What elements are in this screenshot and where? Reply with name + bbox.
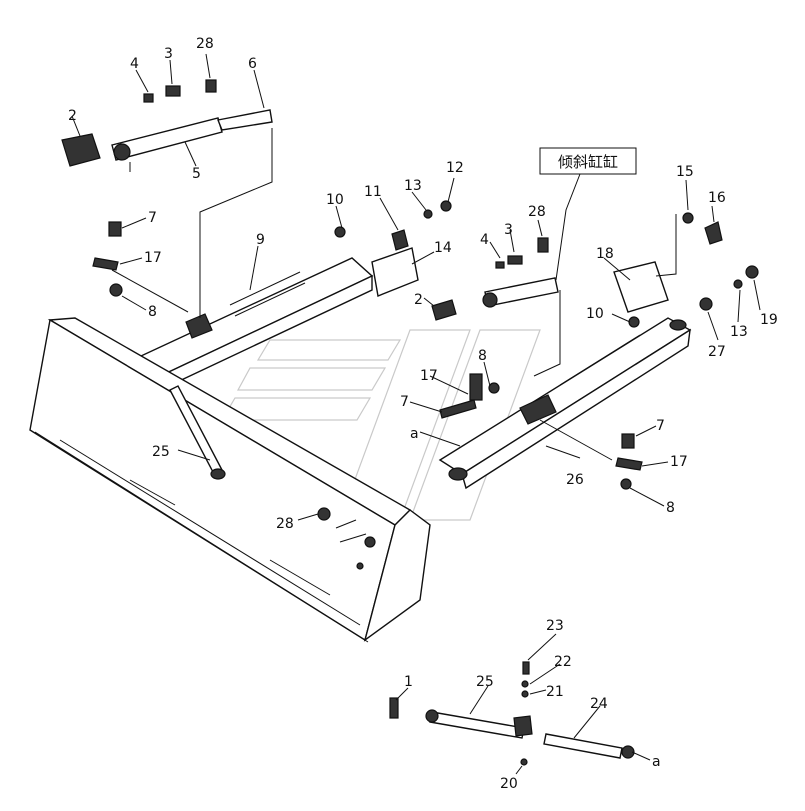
callout-7c: 7 (656, 418, 665, 434)
callout-16: 16 (708, 190, 726, 206)
callout-13b: 13 (730, 324, 748, 340)
callout-6: 6 (248, 56, 257, 72)
hardware-right (615, 433, 643, 490)
callout-24: 24 (590, 696, 608, 712)
callout-7: 7 (148, 210, 157, 226)
callout-22: 22 (554, 654, 572, 670)
hardware-center (439, 373, 500, 419)
callout-28b: 28 (528, 204, 546, 220)
callout-10: 10 (326, 192, 344, 208)
callout-21: 21 (546, 684, 564, 700)
brace-assembly-bottom (389, 661, 635, 766)
callout-11: 11 (364, 184, 382, 200)
callout-2b: 2 (414, 292, 423, 308)
callout-25: 25 (152, 444, 170, 460)
tilt-cylinder-title-box: 倾斜缸缸 (539, 147, 637, 175)
callout-25b: 25 (476, 674, 494, 690)
callout-8c: 8 (666, 500, 675, 516)
callout-14: 14 (434, 240, 452, 256)
callout-7b: 7 (400, 394, 409, 410)
callout-10b: 10 (586, 306, 604, 322)
callout-26: 26 (566, 472, 584, 488)
callout-20: 20 (500, 776, 518, 792)
title-box-text: 倾斜缸缸 (558, 153, 618, 171)
callout-8: 8 (148, 304, 157, 320)
callout-a2: a (652, 754, 661, 770)
callout-17b: 17 (420, 368, 438, 384)
callout-27: 27 (708, 344, 726, 360)
left-brace (169, 385, 226, 480)
leader-lines (71, 53, 761, 775)
callout-23: 23 (546, 618, 564, 634)
callout-17c: 17 (670, 454, 688, 470)
callout-28: 28 (196, 36, 214, 52)
right-bracket-18 (613, 212, 759, 328)
callout-labels: 2 4 3 28 6 5 7 17 8 9 10 11 13 12 14 2 4… (68, 36, 778, 792)
callout-4b: 4 (480, 232, 489, 248)
callout-18: 18 (596, 246, 614, 262)
callout-3b: 3 (504, 222, 513, 238)
cylinder-assembly-top (61, 79, 273, 172)
callout-4: 4 (130, 56, 139, 72)
hardware-blade (317, 507, 376, 570)
callout-9: 9 (256, 232, 265, 248)
callout-1: 1 (404, 674, 413, 690)
callout-17: 17 (144, 250, 162, 266)
callout-12: 12 (446, 160, 464, 176)
callout-19: 19 (760, 312, 778, 328)
callout-a: a (410, 426, 419, 442)
callout-3: 3 (164, 46, 173, 62)
callout-15: 15 (676, 164, 694, 180)
left-bracket-14 (334, 200, 452, 297)
callout-13: 13 (404, 178, 422, 194)
callout-28c: 28 (276, 516, 294, 532)
left-push-arm (98, 257, 374, 410)
tilt-cylinder (482, 237, 559, 308)
right-push-arm (438, 317, 692, 490)
hardware-left (92, 221, 457, 321)
callout-5: 5 (192, 166, 201, 182)
callout-2: 2 (68, 108, 77, 124)
callout-8b: 8 (478, 348, 487, 364)
dozer-blade (29, 317, 431, 643)
